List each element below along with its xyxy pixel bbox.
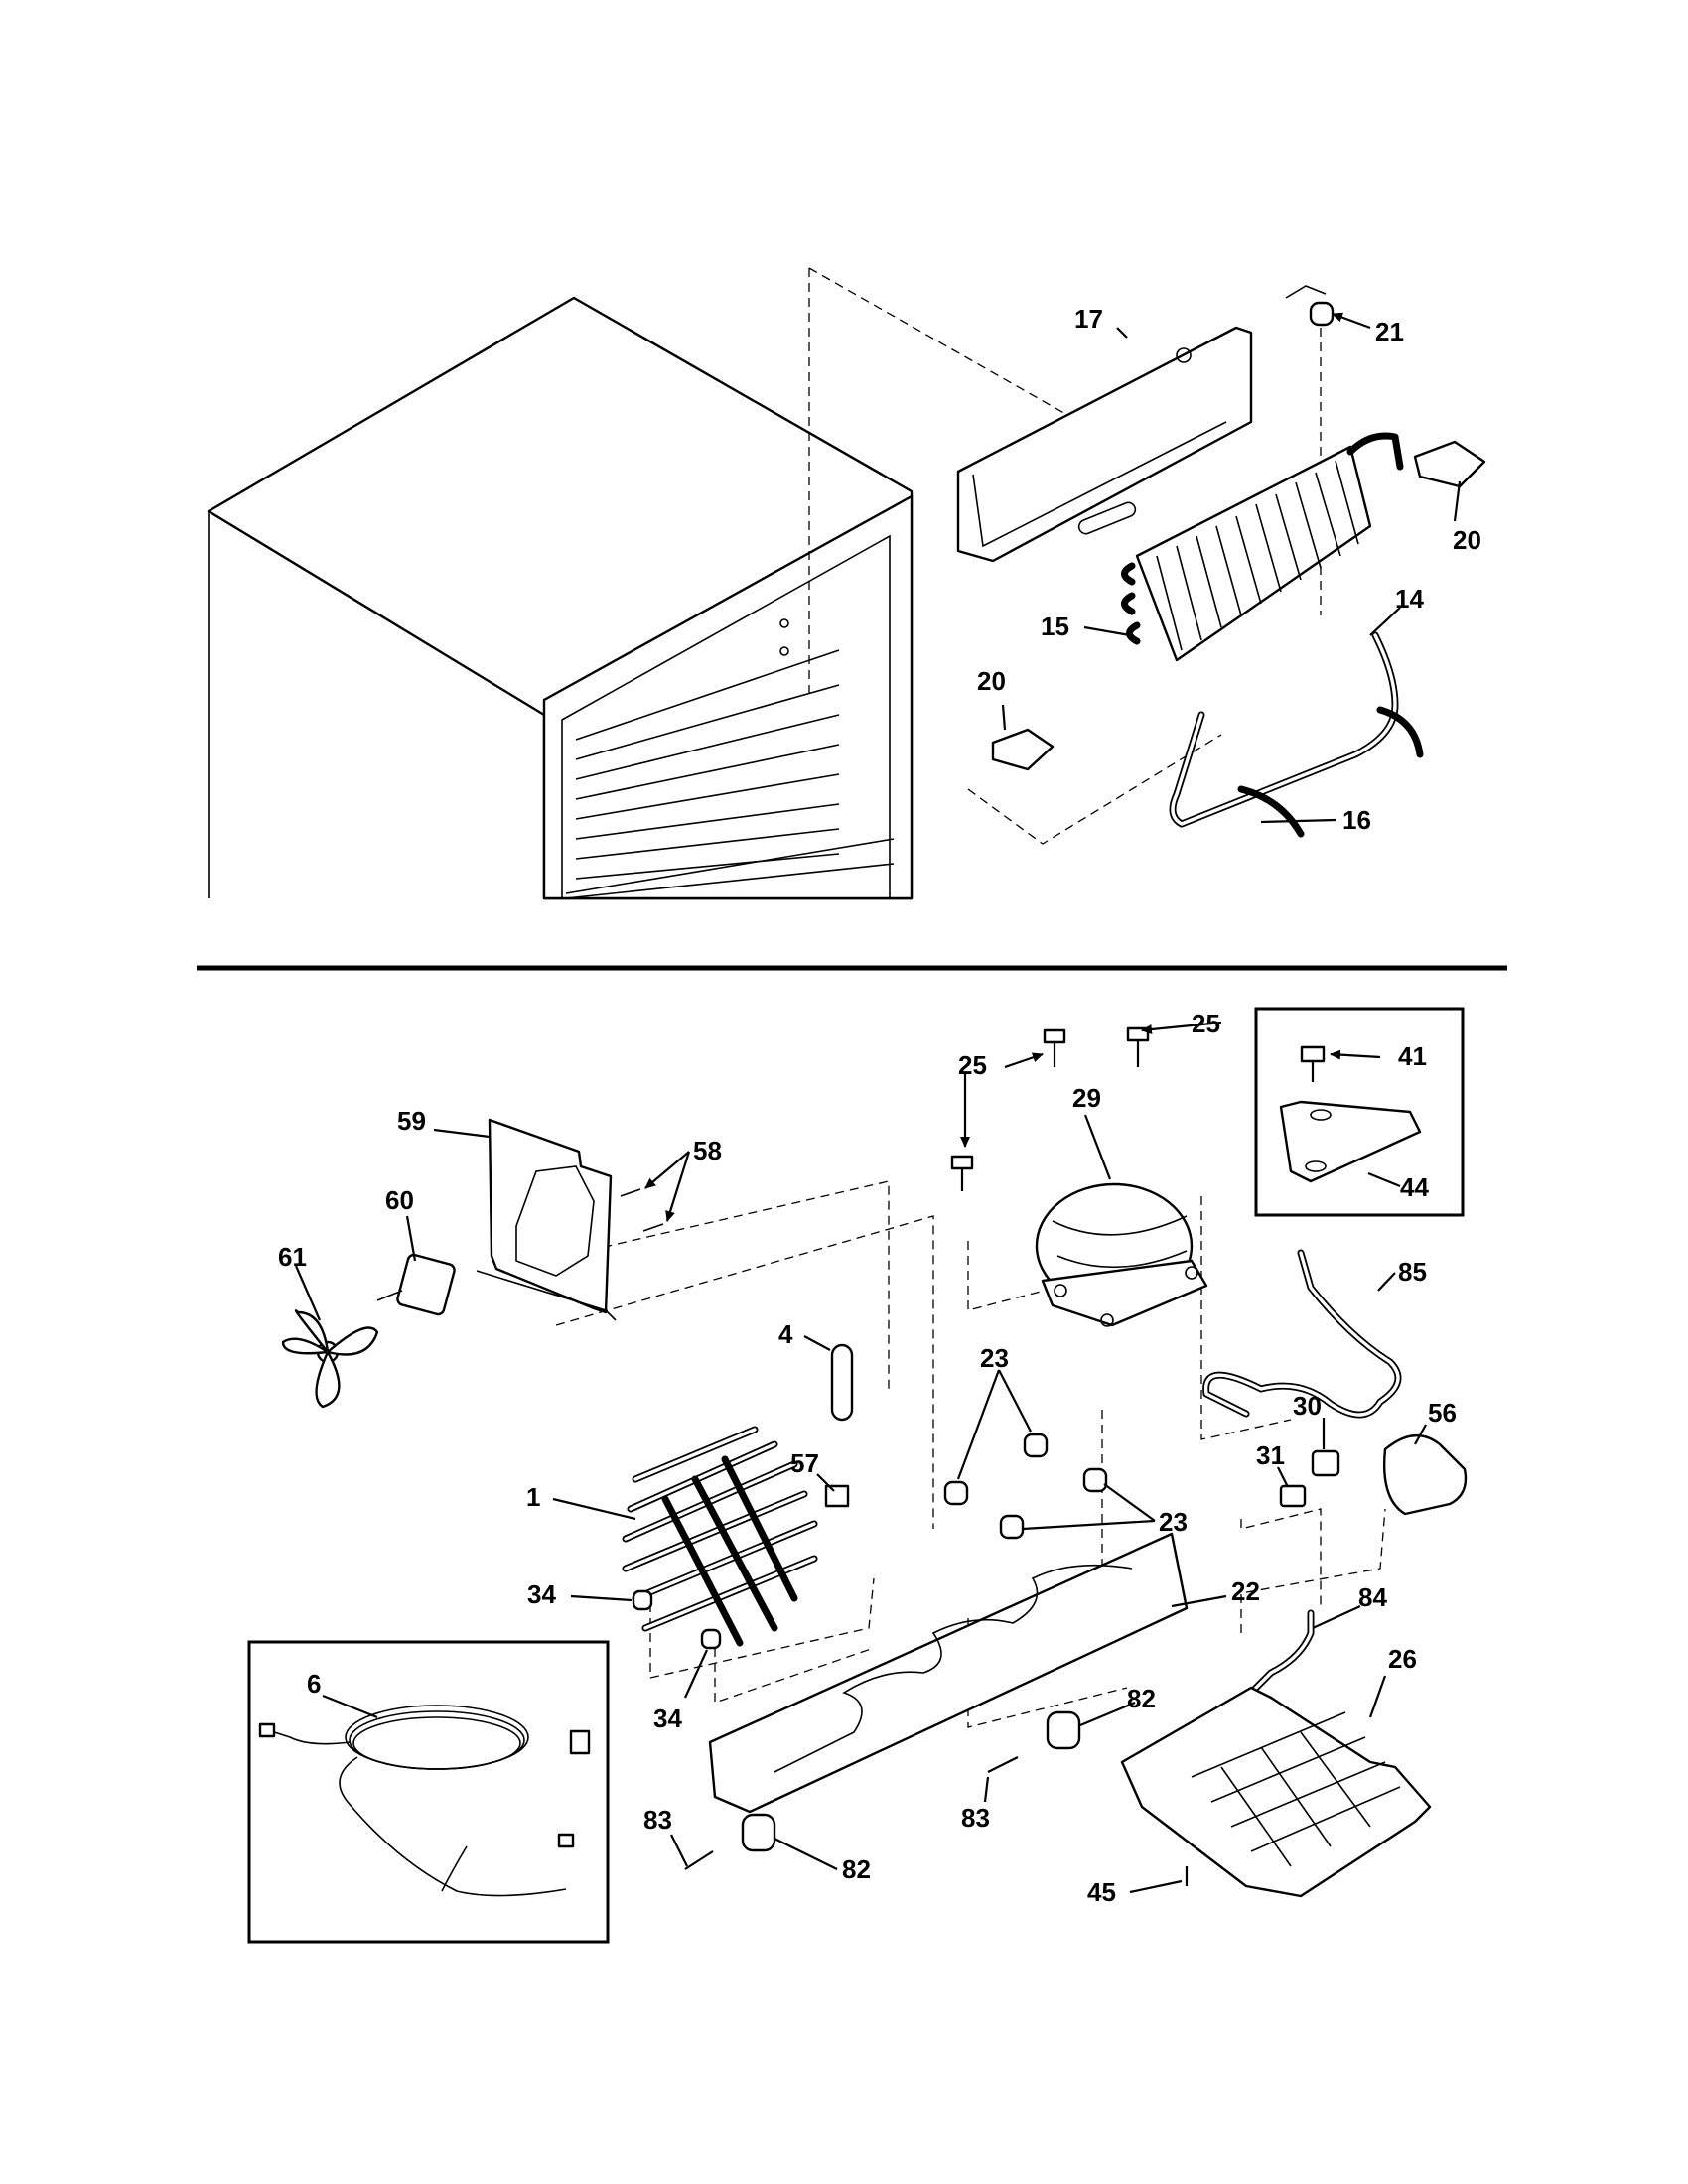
screw-part-83-left [684, 1850, 714, 1870]
screw-part-83-right [987, 1756, 1019, 1773]
label-part-1: 1 [526, 1482, 540, 1512]
fan-shroud-part-59 [476, 1118, 617, 1321]
label-part-34-right: 34 [653, 1704, 682, 1733]
bolt-part-25-d [1126, 1026, 1150, 1067]
grommet-part-23-c [1082, 1467, 1108, 1493]
label-part-83-left: 83 [643, 1805, 672, 1835]
leveler-foot-part-82-right [1046, 1710, 1081, 1750]
part-number-labels: 17 21 20 15 14 20 16 25 25 29 41 44 59 5… [278, 304, 1481, 1907]
relay-part-30 [1311, 1449, 1340, 1477]
label-part-59: 59 [397, 1106, 426, 1136]
label-part-23-bottom: 23 [1159, 1507, 1188, 1537]
label-part-82-right: 82 [1127, 1684, 1156, 1713]
label-part-20-left: 20 [977, 666, 1006, 696]
label-part-16: 16 [1342, 805, 1371, 835]
label-part-58: 58 [693, 1136, 722, 1165]
fan-motor-part-60 [376, 1253, 456, 1316]
label-part-82-left: 82 [842, 1854, 871, 1884]
label-part-60: 60 [385, 1185, 414, 1215]
tube-part-85 [1202, 1249, 1402, 1419]
inset-bracket-box [1254, 1007, 1465, 1217]
grommet-part-23-b [1023, 1433, 1049, 1458]
assembly-guide-lines-bottom [500, 1180, 1386, 1728]
bolt-part-41 [1300, 1045, 1326, 1082]
label-part-57: 57 [790, 1448, 819, 1478]
overload-part-31 [1279, 1484, 1307, 1508]
condenser-coil-part-1 [622, 1426, 818, 1647]
label-part-15: 15 [1041, 612, 1069, 641]
leveler-foot-part-82-left [741, 1813, 776, 1852]
filter-dryer-part-4 [830, 1343, 854, 1422]
tube-clips-part-16 [1237, 706, 1424, 838]
tube-cap-part-21 [1285, 285, 1335, 327]
label-part-25-left: 25 [958, 1050, 987, 1080]
label-part-83-right: 83 [961, 1803, 990, 1833]
label-part-23-top: 23 [980, 1343, 1009, 1373]
label-part-31: 31 [1256, 1440, 1285, 1470]
refrigerator-cabinet [207, 296, 914, 900]
label-part-34-left: 34 [527, 1579, 556, 1609]
relay-cover-part-56 [1383, 1433, 1468, 1516]
label-part-45: 45 [1087, 1877, 1116, 1907]
label-part-30: 30 [1293, 1391, 1322, 1421]
bracket-part-44 [1279, 1100, 1422, 1183]
wire-harness-part-6 [258, 1705, 591, 1897]
grommet-part-34-a [632, 1589, 653, 1611]
grommet-part-34-b [700, 1628, 722, 1650]
label-part-56: 56 [1428, 1398, 1457, 1428]
label-part-20-right: 20 [1453, 525, 1481, 555]
base-plate-part-22 [708, 1532, 1189, 1814]
label-part-85: 85 [1398, 1257, 1427, 1287]
drain-pan-part-26 [1120, 1686, 1432, 1898]
label-part-14: 14 [1395, 584, 1424, 614]
label-part-84: 84 [1358, 1582, 1387, 1612]
label-part-22: 22 [1231, 1576, 1260, 1606]
insulator-pad-part-20-right [1413, 440, 1486, 488]
grommet-part-23-d [999, 1514, 1025, 1540]
label-part-61: 61 [278, 1242, 307, 1272]
label-part-21: 21 [1375, 317, 1404, 346]
label-part-26: 26 [1388, 1644, 1417, 1674]
leader-lines [294, 312, 1462, 1894]
label-part-17: 17 [1074, 304, 1103, 334]
drain-trough-part-17 [956, 326, 1253, 563]
grommet-part-23-a [943, 1480, 969, 1506]
insulator-pad-part-20-left [991, 728, 1055, 771]
condenser-part-15 [1121, 432, 1404, 662]
label-part-29: 29 [1072, 1083, 1101, 1113]
label-part-4: 4 [778, 1319, 793, 1349]
clip-part-57 [824, 1484, 850, 1508]
label-part-44: 44 [1400, 1172, 1429, 1202]
bolt-part-25-c [950, 1155, 974, 1191]
discharge-tube-part-14 [1169, 631, 1399, 828]
screws-part-58 [620, 1188, 664, 1232]
inset-harness-box [247, 1640, 610, 1944]
label-part-41: 41 [1398, 1041, 1427, 1071]
label-part-25-right: 25 [1192, 1009, 1220, 1038]
bolt-part-25-a [1043, 1028, 1066, 1067]
compressor-part-29 [1035, 1182, 1208, 1327]
label-part-6: 6 [307, 1669, 321, 1699]
fan-blade-part-61 [281, 1309, 379, 1409]
